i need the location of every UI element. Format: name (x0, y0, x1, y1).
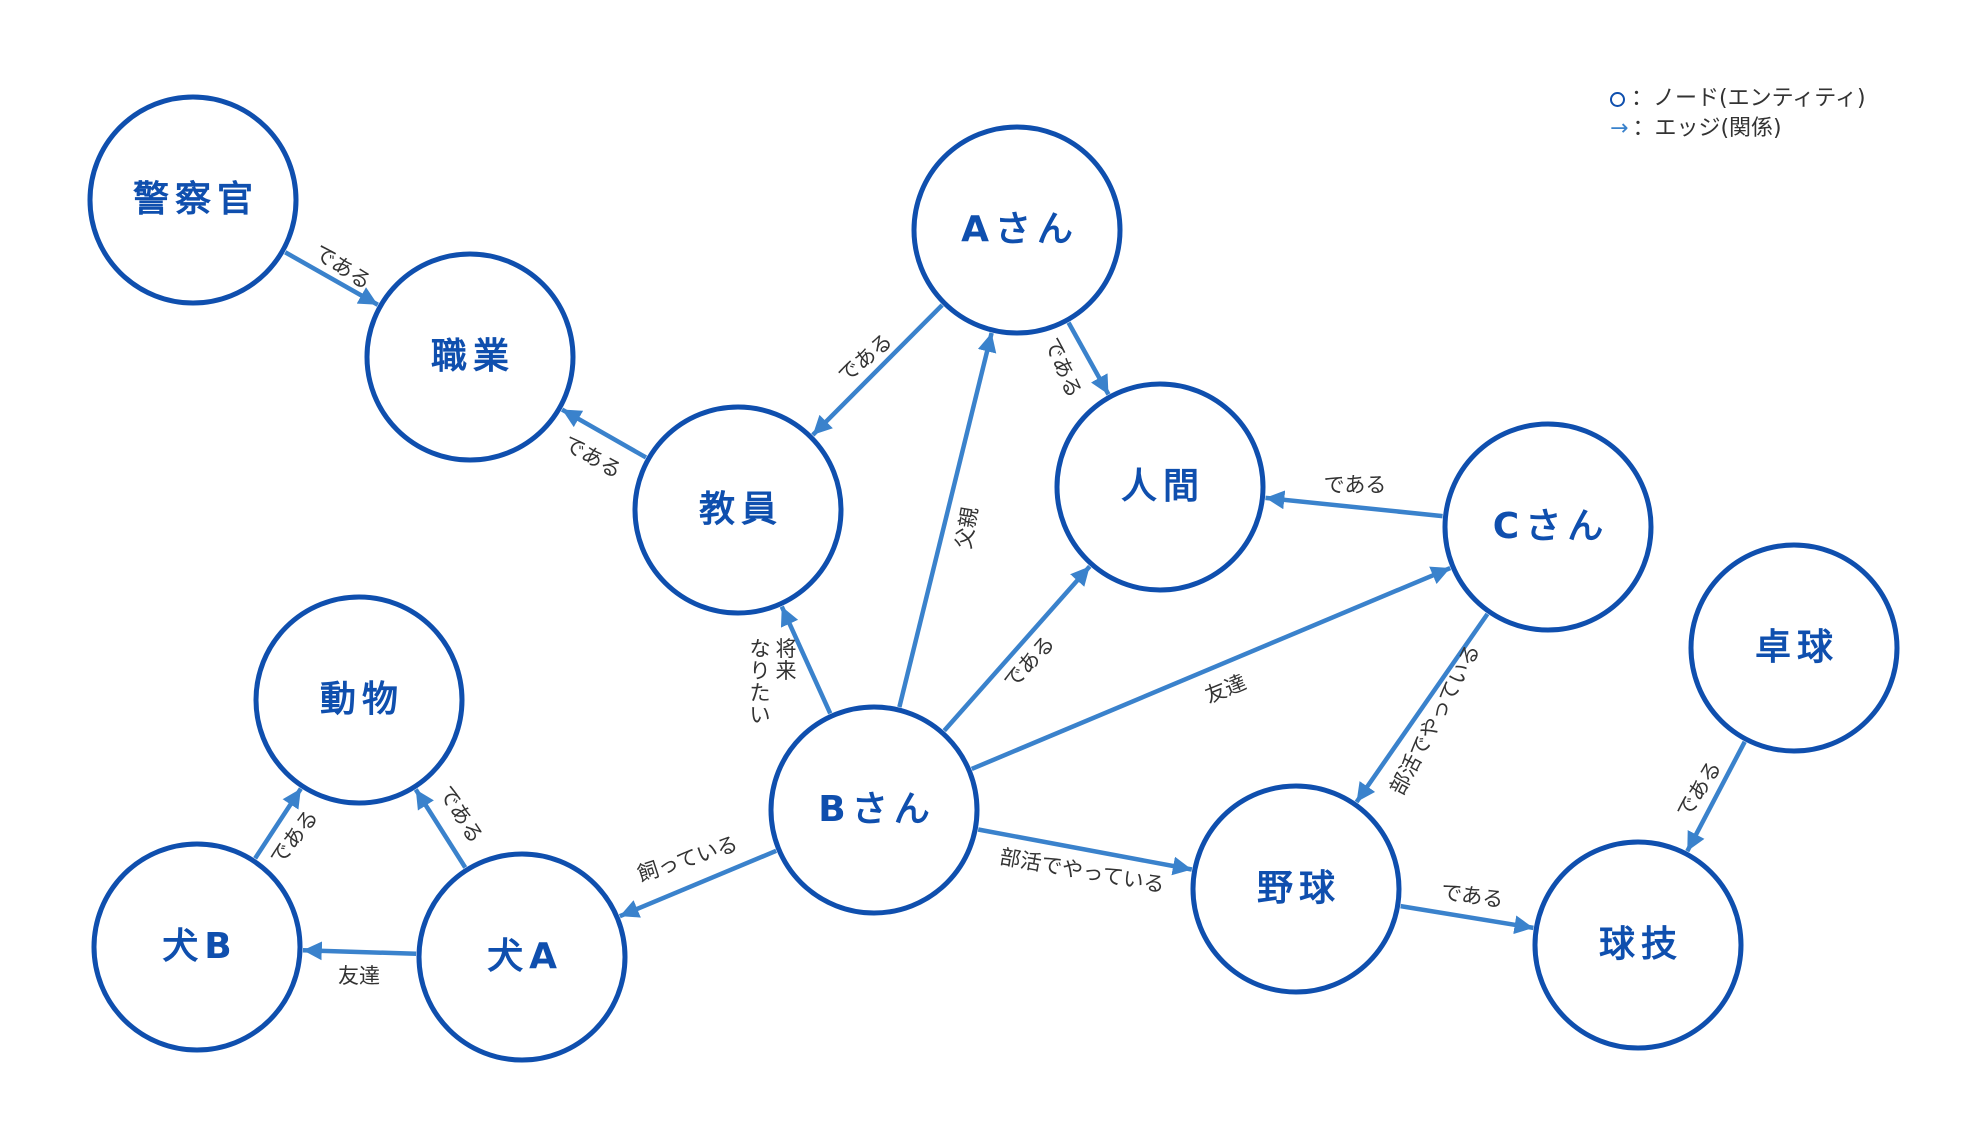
node-kyoin: 教員 (632, 404, 844, 616)
node-circle (911, 124, 1123, 336)
node-label: 教員 (699, 489, 783, 530)
node-keisatsukan: 警察官 (87, 94, 299, 306)
edge-yakyu-to-kyugi (1400, 903, 1534, 935)
node-c: Cさん (1442, 421, 1654, 633)
edge-b-to-ningen (942, 564, 1092, 733)
legend-node-row: ：ノード(エンティティ) (1610, 84, 1866, 114)
edge-inu_a-to-dobutsu (413, 788, 468, 869)
edge-takkyu-to-kyugi (1685, 740, 1747, 853)
edge-b-to-a (897, 332, 997, 708)
edge-b-to-kyoin (779, 605, 833, 715)
edge-label: である (434, 781, 488, 847)
node-yakyu: 野球 (1190, 783, 1402, 995)
legend-edge-text: ：エッジ(関係) (1632, 116, 1782, 141)
node-label: 職業 (431, 336, 515, 377)
node-ningen: 人間 (1054, 381, 1266, 593)
edge-label: 将来なりたい (750, 637, 797, 727)
node-kyugi: 球技 (1532, 839, 1744, 1051)
node-circle (1688, 542, 1900, 754)
edge-a-to-kyoin (811, 303, 944, 437)
node-b: Bさん (768, 704, 980, 916)
edge-a-to-ningen (1066, 321, 1111, 396)
node-label: Cさん (1493, 506, 1609, 547)
node-takkyu: 卓球 (1688, 542, 1900, 754)
edge-label: 部活でやっている (998, 845, 1167, 898)
node-inu_b: 犬B (91, 841, 303, 1053)
node-circle (1442, 421, 1654, 633)
edge-b-to-inu_a (618, 848, 778, 919)
edge-b-to-yakyu (977, 827, 1193, 876)
node-circle (768, 704, 980, 916)
edge-c-to-ningen (1265, 490, 1443, 519)
edge-label: である (265, 805, 323, 869)
node-label: Aさん (961, 209, 1079, 250)
node-label: 犬B (162, 926, 237, 967)
node-circle (632, 404, 844, 616)
edge-label: である (999, 631, 1059, 693)
legend-node-text: ：ノード(エンティティ) (1631, 86, 1866, 111)
edge-label: である (1324, 473, 1387, 497)
edge-label: 飼っている (635, 832, 741, 887)
node-label: 球技 (1599, 924, 1683, 965)
legend-edge-row: → ：エッジ(関係) (1610, 114, 1866, 144)
arrow-right-icon: → (1610, 116, 1629, 141)
node-circle (91, 841, 303, 1053)
edge-b-to-c (970, 565, 1452, 772)
edge-inu_b-to-dobutsu (253, 787, 303, 860)
edge-label: 友達 (338, 964, 380, 988)
node-label: 人間 (1121, 466, 1205, 507)
edge-inu_a-to-inu_b (302, 941, 417, 961)
node-circle (1532, 839, 1744, 1051)
node-label: 動物 (320, 679, 404, 720)
edge-label: 友達 (1202, 670, 1250, 708)
edge-label: である (1439, 880, 1505, 913)
node-label: 卓球 (1755, 627, 1839, 668)
node-label: 警察官 (133, 179, 259, 220)
node-circle (253, 594, 465, 806)
edge-label: 父親 (952, 505, 983, 551)
edge-c-to-yakyu (1354, 612, 1490, 804)
node-circle (1190, 783, 1402, 995)
node-circle (87, 94, 299, 306)
node-inu_a: 犬A (416, 851, 628, 1063)
edge-keisatsukan-to-shokugyo (284, 250, 379, 307)
node-label: 野球 (1257, 868, 1341, 909)
edge-kyoin-to-shokugyo (560, 407, 648, 460)
legend: ：ノード(エンティティ) → ：エッジ(関係) (1610, 84, 1866, 144)
node-shokugyo: 職業 (364, 251, 576, 463)
node-label: 犬A (487, 936, 563, 977)
node-symbol-icon (1610, 91, 1625, 107)
node-a: Aさん (911, 124, 1123, 336)
node-dobutsu: 動物 (253, 594, 465, 806)
node-circle (416, 851, 628, 1063)
node-label: Bさん (818, 789, 935, 830)
edge-label: 部活でやっている (1385, 640, 1485, 799)
node-circle (1054, 381, 1266, 593)
node-circle (364, 251, 576, 463)
